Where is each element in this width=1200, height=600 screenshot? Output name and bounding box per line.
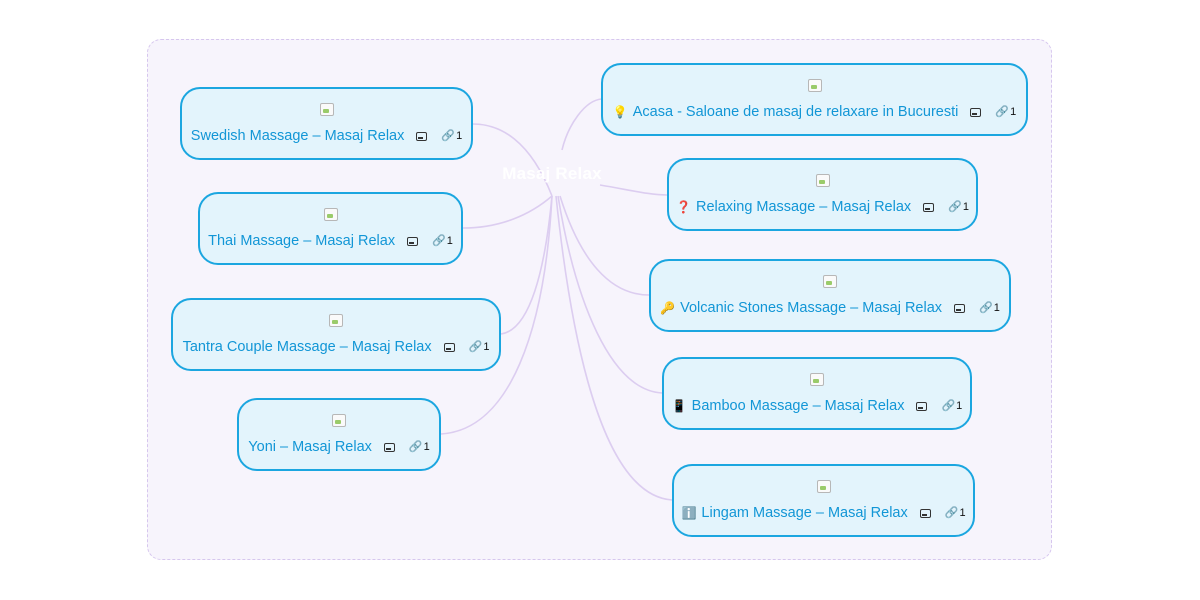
topic-bamboo[interactable]: 📱 Bamboo Massage – Masaj Relax 🔗 1 (662, 357, 972, 430)
broken-image-icon (329, 314, 343, 327)
link-icon[interactable]: 🔗 (468, 340, 483, 353)
link-count: 1 (456, 130, 463, 142)
topic-label: Thai Massage – Masaj Relax (208, 233, 396, 249)
image-icon (923, 202, 935, 212)
broken-image-icon (323, 208, 338, 221)
broken-image-icon (319, 103, 334, 116)
link-icon[interactable]: 🔗 (948, 200, 962, 213)
topic-lingam[interactable]: ℹ️ Lingam Massage – Masaj Relax 🔗 1 (672, 464, 975, 537)
link-icon[interactable]: 🔗 (432, 234, 446, 247)
broken-image-icon (823, 275, 837, 288)
link-count: 1 (962, 201, 969, 213)
link-icon[interactable]: 🔗 (995, 105, 1010, 118)
connector-bamboo (557, 195, 663, 394)
lightbulb-icon: 💡 (612, 105, 628, 119)
broken-image-icon (815, 174, 830, 187)
connector-swedish (472, 123, 553, 197)
link-count: 1 (483, 341, 490, 353)
topic-label: Tantra Couple Massage – Masaj Relax (182, 339, 432, 355)
key-icon: 🔑 (660, 301, 676, 315)
connector-acasa (561, 98, 603, 151)
topic-label: Lingam Massage – Masaj Relax (701, 505, 908, 521)
image-icon (416, 131, 428, 141)
link-count: 1 (993, 302, 1000, 314)
image-icon (407, 236, 419, 246)
topic-acasa[interactable]: 💡 Acasa - Saloane de masaj de relaxare i… (601, 63, 1028, 136)
broken-image-icon (816, 480, 831, 493)
topic-label: Relaxing Massage – Masaj Relax (695, 199, 912, 215)
topic-label: Volcanic Stones Massage – Masaj Relax (680, 300, 943, 316)
phone-icon: 📱 (671, 399, 687, 413)
link-count: 1 (959, 507, 966, 519)
link-count: 1 (446, 235, 453, 247)
question-icon: ❓ (676, 200, 691, 214)
link-count: 1 (956, 400, 963, 412)
image-icon (916, 401, 928, 411)
topic-thai[interactable]: Thai Massage – Masaj Relax 🔗 1 (198, 192, 463, 265)
connector-yoni (440, 195, 553, 435)
topic-label: Yoni – Masaj Relax (248, 439, 372, 455)
connector-thai (462, 195, 553, 229)
image-icon (970, 107, 982, 117)
image-icon (383, 442, 395, 452)
connector-tantra (500, 195, 553, 335)
link-icon[interactable]: 🔗 (979, 301, 993, 314)
link-count: 1 (1010, 106, 1017, 118)
topic-label: Acasa - Saloane de masaj de relaxare in … (632, 104, 959, 120)
link-icon[interactable]: 🔗 (941, 399, 956, 412)
topic-swedish[interactable]: Swedish Massage – Masaj Relax 🔗 1 (180, 87, 473, 160)
image-icon (954, 303, 966, 313)
topic-tantra[interactable]: Tantra Couple Massage – Masaj Relax 🔗 1 (171, 298, 501, 371)
topic-yoni[interactable]: Yoni – Masaj Relax 🔗 1 (237, 398, 441, 471)
image-icon (443, 342, 455, 352)
broken-image-icon (810, 373, 824, 386)
link-icon[interactable]: 🔗 (408, 440, 423, 453)
link-count: 1 (423, 441, 430, 453)
connector-relaxing (599, 184, 668, 196)
info-icon: ℹ️ (681, 506, 697, 520)
topic-relaxing[interactable]: ❓ Relaxing Massage – Masaj Relax 🔗 1 (667, 158, 978, 231)
image-icon (919, 508, 931, 518)
link-icon[interactable]: 🔗 (944, 506, 959, 519)
connector-volcanic (559, 195, 650, 296)
broken-image-icon (332, 414, 346, 427)
root-topic[interactable]: Masaj Relax (502, 164, 602, 183)
topic-label: Bamboo Massage – Masaj Relax (691, 398, 905, 414)
topic-label: Swedish Massage – Masaj Relax (190, 128, 405, 144)
connector-lingam (555, 195, 673, 501)
broken-image-icon (807, 79, 822, 92)
topic-volcanic[interactable]: 🔑 Volcanic Stones Massage – Masaj Relax … (649, 259, 1011, 332)
link-icon[interactable]: 🔗 (441, 129, 456, 142)
